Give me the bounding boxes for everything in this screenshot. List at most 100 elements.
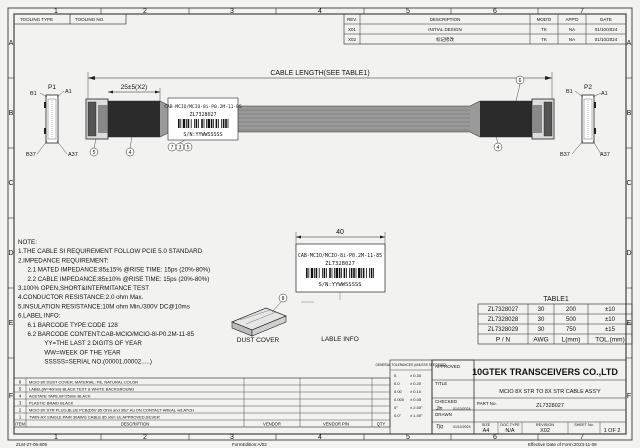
zone-col-top: 4 [318, 8, 322, 15]
rev-cell: X01 [348, 27, 357, 32]
tooling-type-header: TOOLING TYPE [20, 17, 53, 22]
table1-cell: 30 [538, 317, 545, 323]
zone-col-top: 7 [580, 8, 584, 15]
zone-col-bottom: 6 [493, 434, 497, 441]
checked-label: CHECKED [435, 399, 458, 404]
zone-row-left: A [9, 40, 14, 47]
dust-cover-view: 8 DUST COVER [231, 293, 288, 344]
table1-header: L(mm) [562, 337, 581, 344]
bom-description: PLASTIC BRAID BLACK [29, 400, 74, 405]
zone-col-bottom: 1 [54, 434, 58, 441]
part-no-value: ZL7328027 [536, 403, 564, 409]
right-pin-b1: B1 [566, 89, 573, 95]
rev-header: REV. [347, 17, 357, 22]
rev-cell: NA [569, 37, 575, 42]
zone-row-right: E [627, 320, 632, 327]
drawing-title: MCIO 8X STR TO 8X STR CABLE ASS'Y [499, 389, 601, 395]
left-connector [85, 98, 109, 140]
left-pin-a1: A1 [65, 89, 72, 95]
note-line: 1.THE CABLE SI REQUIREMENT FOLLOW PCIE 5… [18, 248, 203, 255]
note-line: 5.INSULATION RESISTANCE:10M ohm Min./300… [18, 303, 190, 310]
cable-label-sn: S/N:YYWWSSSSS [183, 132, 222, 138]
bom-description: TWIN-AX SINGLE PAIR 30AWG CABLE 85 ohm U… [29, 414, 160, 419]
table1-cell: ±10 [605, 317, 616, 323]
rev-header: DESCRIPTION [430, 17, 461, 22]
bom-header: QTY [377, 421, 386, 426]
rev-cell: TK [541, 37, 547, 42]
tolerance-title: GENERAL TOLERANCES (UNLESS SPECIFIED) [376, 363, 447, 367]
tooling-no-header: TOOLING NO. [75, 17, 104, 22]
table1-cell: ZL7328028 [488, 317, 519, 323]
note-line: SSSSS=SERIAL NO.(00001,00002.....) [34, 359, 152, 366]
sheet-label: SHEET No. [574, 423, 594, 427]
zone-row-right: B [627, 110, 632, 117]
bom-item-no: 2 [19, 407, 22, 412]
title-label: TITLE [435, 381, 447, 386]
doc-type-value: N/A [505, 428, 515, 434]
zone-row-right: D [626, 250, 631, 257]
table1-header: P / N [496, 337, 511, 344]
zone-row-left: D [8, 250, 13, 257]
checked-name: Jin [435, 406, 443, 412]
zone-labels: 1 2 3 4 5 6 7 1 2 3 4 5 6 7 A B C D E F … [8, 8, 631, 441]
zone-col-top: 5 [406, 8, 410, 15]
label-info-line2: ZL7328027 [325, 261, 355, 267]
rev-cell: 01/10/2024 [595, 27, 618, 32]
table1-cell: 750 [566, 327, 577, 333]
note-line: 6.1 BARCODE TYPE:CODE 128 [24, 322, 118, 329]
tolerance-format: 0.00 [394, 389, 403, 394]
title-block: 10GTEK TRANSCEIVERS CO.,LTD TITLE MCIO 8… [431, 359, 627, 435]
rev-cell: TK [541, 27, 547, 32]
tolerance-value: ± 0.05 [410, 397, 422, 402]
right-pin-b37: B37 [560, 152, 570, 158]
approved-label: APPROVED [435, 364, 461, 369]
rev-cell: 01/10/2024 [595, 37, 618, 42]
cable-label-barcode [178, 119, 229, 128]
zone-col-bottom: 2 [143, 434, 147, 441]
doc-type-label: DOC TYPE [500, 423, 520, 427]
zone-row-left: C [8, 180, 13, 187]
zone-col-bottom: 5 [406, 434, 410, 441]
dust-cover-caption: DUST COVER [237, 337, 280, 344]
bom-description: MCIO 8X DUST COVER, MATERIAL: PE, NATURA… [29, 379, 138, 384]
table1-cell: ZL7328027 [488, 307, 519, 313]
tolerance-format: 0.0° [394, 413, 402, 418]
rev-cell: X02 [348, 37, 357, 42]
cable-label: CAB-MCIO/MCIO-8i-P0.2M-11-85 ZL7328027 S… [164, 97, 242, 141]
table1-cell: 30 [538, 327, 545, 333]
note-line: 6.2 BARCODE CONTENT:CAB-MCIO/MCIO-8i-P0.… [24, 331, 195, 338]
rev-header: APP'D [565, 17, 579, 22]
right-pin-a1: A1 [601, 91, 608, 97]
revision-table: REV. DESCRIPTION MOD'D APP'D DATE X01 IN… [343, 13, 627, 45]
bom-header: DESCRIPTION [121, 421, 150, 426]
label-info-line1: CAB-MCIO/MCIO-8i-P0.2M-11-85 [298, 253, 382, 259]
table1-header: TOL.(mm) [595, 337, 625, 344]
note-line: 2.IMPEDANCE REQUIREMENT: [18, 257, 109, 264]
left-pin-b1: B1 [30, 91, 37, 97]
note-line: YY=THE LAST 2 DIGITS OF YEAR [34, 340, 142, 347]
label-info-line3: S/N:YYWWSSSSS [318, 282, 361, 288]
zone-col-top: 2 [143, 8, 147, 15]
rev-cell: INITIAL DESIGN [428, 27, 462, 32]
balloon: 4 [497, 145, 500, 151]
label-info-view: 40 CAB-MCIO/MCIO-8i-P0.2M-11-85 ZL732802… [295, 229, 386, 343]
cable-label-pn: ZL7328027 [189, 112, 216, 118]
balloon: 7 [171, 145, 174, 151]
table1-cell: 30 [538, 307, 545, 313]
right-connector [531, 98, 555, 140]
sheet-value: 1 OF 2 [604, 428, 621, 434]
zone-row-right: F [627, 393, 631, 400]
label-width-dimension: 40 [336, 229, 344, 236]
right-plug-label: P2 [584, 84, 592, 91]
rev-cell: 标记修改 [436, 36, 454, 43]
bom-item-no: 5 [19, 386, 22, 391]
drawn-date: 01/10/2024 [453, 425, 471, 429]
tolerance-format: 0.000 [394, 397, 405, 402]
rev-cell: NA [569, 27, 575, 32]
balloon: 5 [187, 145, 190, 151]
left-plug-face [44, 94, 59, 144]
right-plug-face [581, 94, 596, 144]
